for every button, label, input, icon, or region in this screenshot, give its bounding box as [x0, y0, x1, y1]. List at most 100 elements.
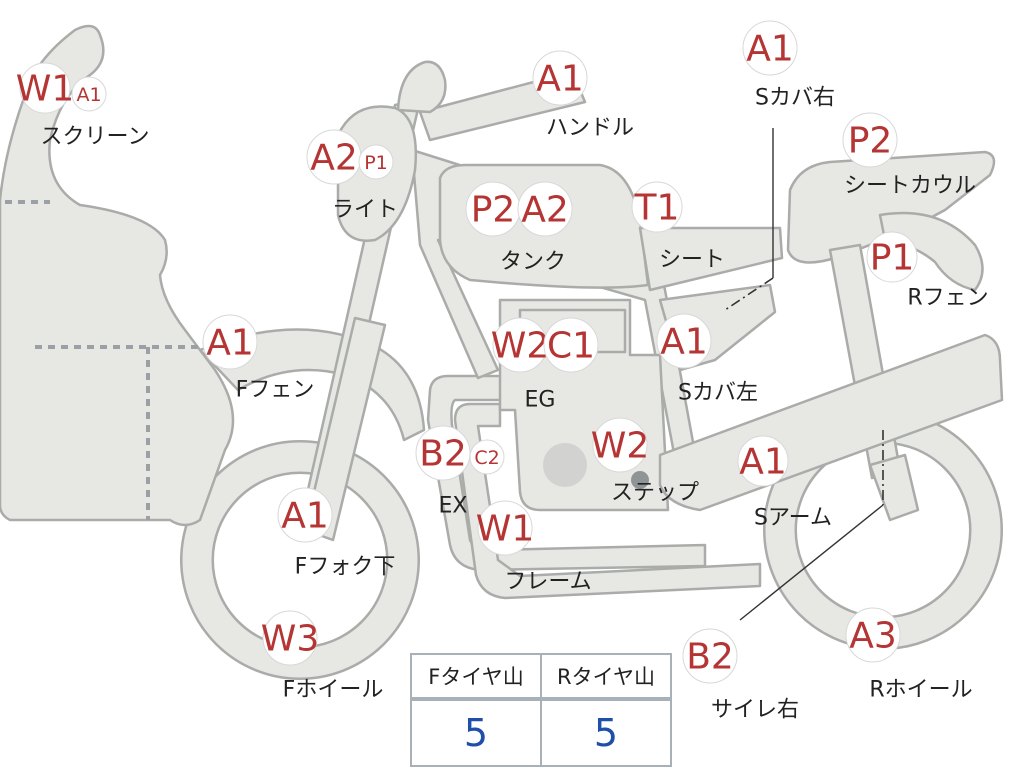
- tire-tread-table: Fタイヤ山 Rタイヤ山 5 5: [410, 653, 672, 767]
- seat-shape: [638, 226, 784, 292]
- part-label-ffender: Fフェン: [236, 378, 315, 403]
- inspection-badge-eg-w2: W2: [491, 317, 550, 373]
- badge-circle: [631, 181, 683, 233]
- badge-circle: [532, 50, 588, 106]
- part-label-light: ライト: [332, 198, 398, 223]
- badge-code: A1: [206, 323, 254, 364]
- badge-code: P2: [471, 190, 516, 231]
- badge-code: A1: [746, 29, 794, 70]
- badge-circle: [262, 610, 318, 666]
- badge-code: W1: [16, 69, 75, 110]
- badge-circle: [742, 20, 798, 76]
- badge-code: W1: [476, 509, 535, 550]
- badge-circle: [842, 112, 898, 168]
- badge-circle: [202, 314, 258, 370]
- screen-shape: [0, 24, 235, 527]
- part-label-rwheel: Rホイール: [869, 678, 972, 703]
- handlebar-grip-shape: [396, 60, 447, 114]
- inspection-badge-screen-w1: W1: [16, 62, 75, 114]
- inspection-badge-scover-left-a1: A1: [656, 313, 712, 369]
- inspection-badge-seatcowl-p2: P2: [842, 112, 898, 168]
- badge-code: A1: [76, 84, 101, 106]
- badge-code: W3: [261, 619, 320, 660]
- badge-circle: [358, 144, 394, 180]
- part-label-fwheel: Fホイール: [283, 678, 384, 703]
- part-label-handle: ハンドル: [546, 116, 634, 141]
- engine-cover-shape: [543, 443, 587, 487]
- part-label-ex: EX: [439, 494, 468, 519]
- frame-lower-shape: [453, 402, 762, 600]
- badge-code: C1: [547, 326, 595, 367]
- inspection-badge-ex-c2: C2: [469, 439, 505, 475]
- badge-circle: [682, 628, 738, 684]
- inspection-badge-tank-a2: A2: [517, 181, 573, 237]
- badge-code: B2: [686, 637, 734, 678]
- swing-arm-rear-shape: [868, 453, 920, 522]
- rear-tire-tread-value: 5: [540, 697, 672, 767]
- inspection-badge-handle-a1: A1: [532, 50, 588, 106]
- inspection-badge-ffork-a1: A1: [277, 487, 333, 543]
- badge-circle: [656, 313, 712, 369]
- badge-circle: [517, 181, 573, 237]
- inspection-badge-ffender-a1: A1: [202, 314, 258, 370]
- badge-code: P2: [848, 121, 893, 162]
- badge-code: W2: [591, 426, 650, 467]
- badge-code: A1: [281, 496, 329, 537]
- rear-tire-tread-header: Rタイヤ山: [540, 653, 672, 700]
- badge-code: P1: [364, 152, 388, 174]
- fork-lower-shape: [303, 316, 387, 542]
- part-label-rfender: Rフェン: [907, 286, 988, 311]
- inspection-badge-frame-w1: W1: [476, 500, 535, 556]
- badge-circle: [277, 487, 333, 543]
- part-label-frame: フレーム: [504, 570, 591, 595]
- inspection-badge-rwheel-a3: A3: [845, 607, 901, 663]
- badge-circle: [469, 439, 505, 475]
- badge-circle: [543, 317, 599, 373]
- part-label-sarm: Sアーム: [754, 506, 832, 531]
- badge-circle: [71, 76, 107, 112]
- step-peg-shape: [631, 471, 649, 489]
- badge-code: T1: [634, 188, 680, 229]
- inspection-badge-sirenser-b2: B2: [682, 628, 738, 684]
- inspection-badge-scover-right-a1: A1: [742, 20, 798, 76]
- inspection-badge-eg-c1: C1: [543, 317, 599, 373]
- badge-code: A3: [849, 616, 897, 657]
- part-label-step: ステップ: [611, 481, 699, 506]
- part-label-eg: EG: [525, 388, 556, 413]
- inspection-badge-ex-b2: B2: [415, 425, 471, 481]
- part-label-sirenser: サイレ右: [711, 698, 799, 723]
- badge-code: A1: [739, 442, 787, 483]
- inspection-badge-rfender-p1: P1: [866, 231, 918, 283]
- part-label-seatcowl: シートカウル: [844, 174, 976, 199]
- badge-circle: [737, 435, 789, 487]
- badge-circle: [477, 500, 533, 556]
- badge-code: A2: [310, 138, 358, 179]
- inspection-badge-light-a2: A2: [306, 129, 362, 185]
- badge-circle: [592, 417, 648, 473]
- inspection-badge-tank-p2: P2: [465, 181, 521, 237]
- badge-circle: [845, 607, 901, 663]
- badge-circle: [866, 231, 918, 283]
- inspection-badge-screen-a1: A1: [71, 76, 107, 112]
- rear-fender-shape: [878, 211, 984, 292]
- part-label-screen: スクリーン: [41, 125, 150, 150]
- badge-code: W2: [491, 326, 550, 367]
- part-label-ffork: Fフォク下: [295, 555, 396, 580]
- badge-code: A1: [536, 59, 584, 100]
- badge-circle: [19, 62, 71, 114]
- badge-code: A1: [660, 322, 708, 363]
- part-label-seat: シート: [659, 248, 725, 273]
- inspection-badge-light-p1: P1: [358, 144, 394, 180]
- inspection-badge-sarm-a1: A1: [737, 435, 789, 487]
- inspection-badge-fwheel-w3: W3: [261, 610, 320, 666]
- badge-code: C2: [474, 447, 499, 469]
- front-tire-tread-header: Fタイヤ山: [410, 653, 542, 700]
- badge-code: B2: [419, 434, 467, 475]
- badge-code: P1: [870, 238, 915, 279]
- part-label-scover-left: Sカバ左: [678, 381, 758, 406]
- inspection-badge-seat-t1: T1: [631, 181, 683, 233]
- badge-code: A2: [521, 190, 569, 231]
- inspection-badge-step-w2: W2: [591, 417, 650, 473]
